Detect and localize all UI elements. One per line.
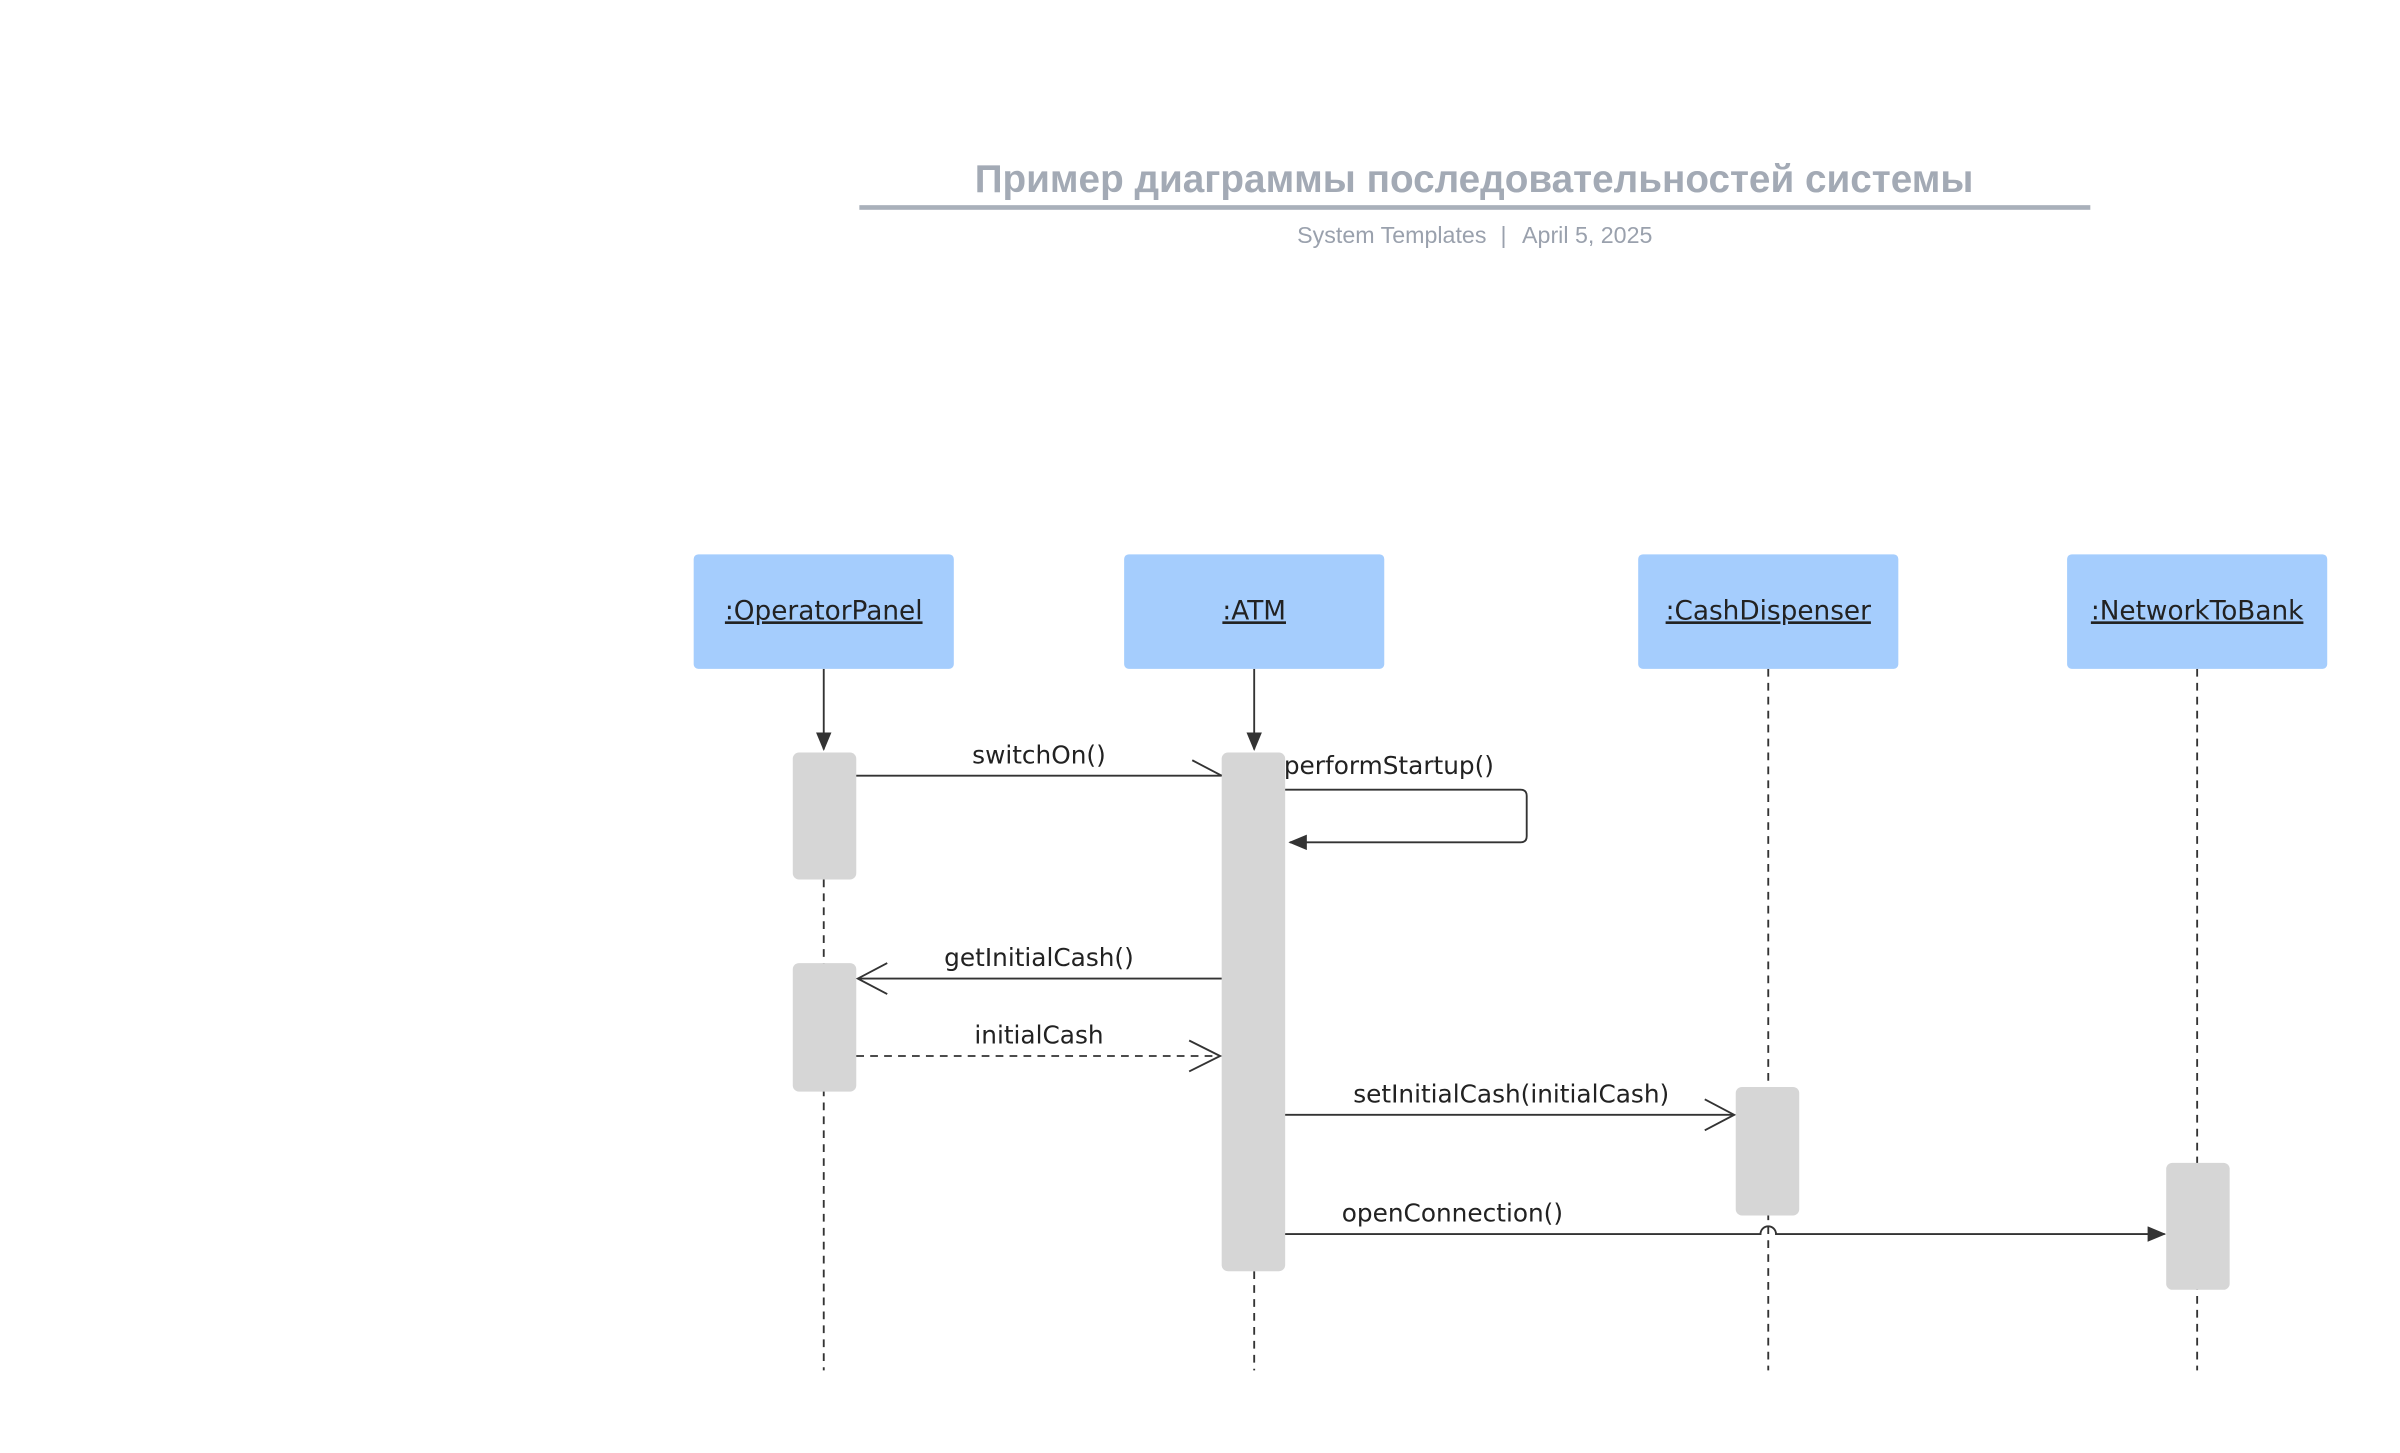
date-label: April 5, 2025 — [1522, 222, 1652, 248]
message-performstartup[interactable]: performStartup() — [1284, 751, 1528, 851]
message-setinitialcash[interactable]: setInitialCash(initialCash) — [1285, 1079, 1737, 1132]
object-label: :ATM — [1222, 596, 1286, 626]
object-cashdispenser[interactable]: :CashDispenser — [1638, 554, 1899, 669]
message-switchon[interactable]: switchOn() — [856, 740, 1223, 777]
activation-atm[interactable] — [1221, 752, 1286, 1272]
message-openconnection[interactable]: openConnection() — [1285, 1199, 2167, 1242]
activation-cashdispenser[interactable] — [1735, 1086, 1800, 1216]
activation-operatorpanel-2[interactable] — [792, 963, 857, 1092]
message-initialcash-return[interactable]: initialCash — [856, 1021, 1223, 1073]
svg-text:performStartup(): performStartup() — [1284, 751, 1494, 780]
object-operatorpanel[interactable]: :OperatorPanel — [693, 554, 954, 669]
source-label: System Templates — [1297, 222, 1486, 248]
svg-text:getInitialCash(): getInitialCash() — [944, 943, 1134, 972]
diagram-title: Пример диаграммы последовательностей сис… — [975, 158, 1974, 201]
object-networktobank[interactable]: :NetworkToBank — [2067, 554, 2328, 669]
object-label: :OperatorPanel — [725, 596, 923, 626]
title-underline — [859, 205, 2091, 210]
object-label: :NetworkToBank — [2091, 596, 2304, 626]
svg-text:initialCash: initialCash — [974, 1021, 1103, 1050]
activation-operatorpanel-1[interactable] — [792, 752, 857, 880]
object-label: :CashDispenser — [1666, 596, 1871, 626]
activation-networktobank[interactable] — [2166, 1162, 2230, 1290]
separator: | — [1500, 222, 1506, 248]
message-getinitialcash[interactable]: getInitialCash() — [855, 943, 1222, 995]
svg-text:setInitialCash(initialCash): setInitialCash(initialCash) — [1353, 1079, 1669, 1108]
object-atm[interactable]: :ATM — [1124, 554, 1385, 669]
svg-text:openConnection(): openConnection() — [1342, 1199, 1563, 1228]
svg-text:switchOn(): switchOn() — [972, 740, 1106, 769]
